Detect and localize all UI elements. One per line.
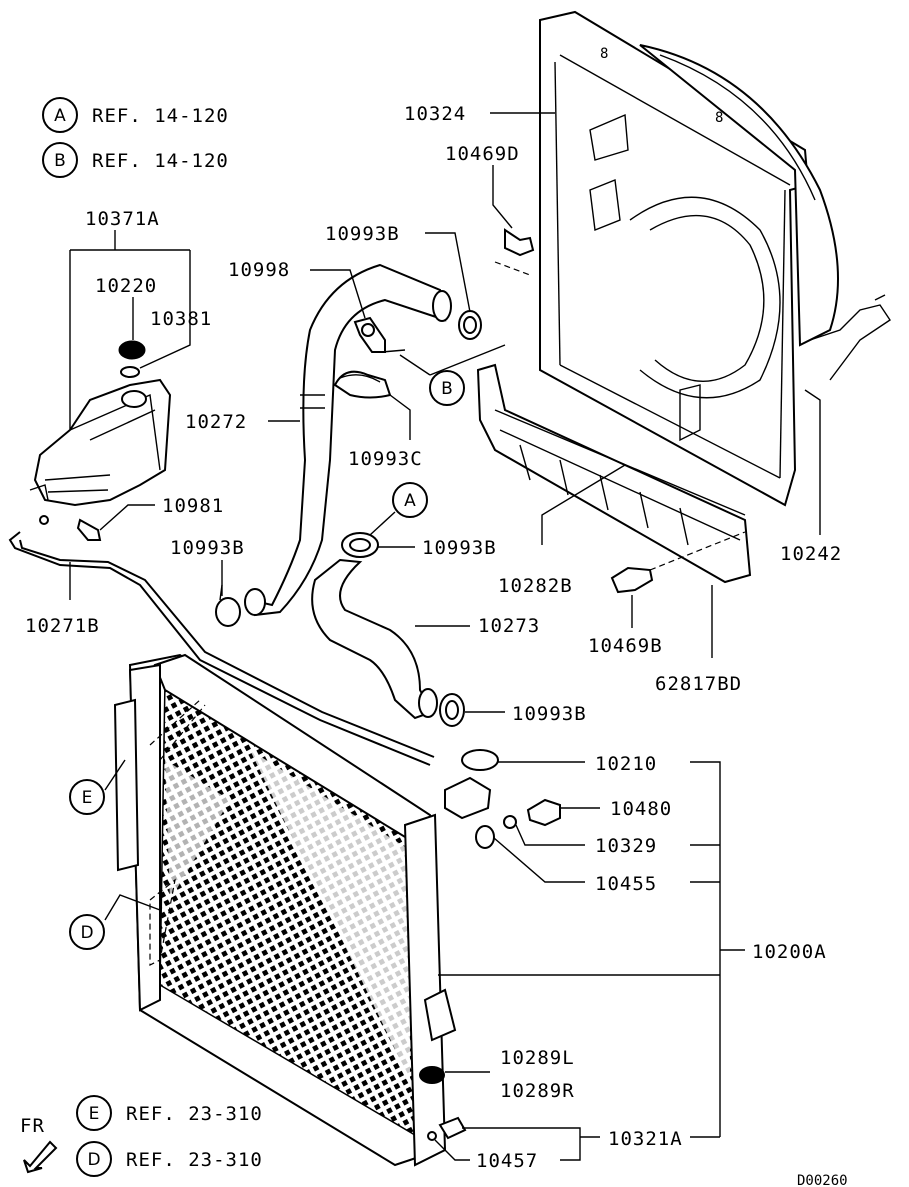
reference-a-letter: A: [54, 106, 66, 126]
part-label-10993b-left: 10993B: [170, 537, 245, 559]
reservoir-tank: [29, 340, 172, 541]
reference-a-text: REF. 14-120: [92, 105, 229, 127]
part-label-10993b-top: 10993B: [325, 223, 400, 245]
part-label-10993b-mid: 10993B: [422, 537, 497, 559]
diagram-code: D00260: [797, 1173, 848, 1187]
part-label-10993b-low: 10993B: [512, 703, 587, 725]
front-direction-indicator: FR: [20, 1115, 58, 1174]
overflow-hose: [8, 531, 435, 766]
reference-e-text: REF. 23-310: [126, 1103, 263, 1125]
reference-b-letter: B: [54, 151, 66, 171]
part-label-10324: 10324: [404, 103, 466, 125]
part-label-10993c: 10993C: [348, 448, 423, 470]
part-label-62817bd: 62817BD: [655, 673, 742, 695]
hose-clamp-top: [458, 310, 482, 340]
reference-b-text: REF. 14-120: [92, 150, 229, 172]
part-label-10210: 10210: [595, 753, 657, 775]
part-label-10371a: 10371A: [85, 208, 160, 230]
part-label-10321a: 10321A: [608, 1128, 683, 1150]
bolt-10469d: [494, 228, 535, 276]
callout-e: E: [69, 779, 105, 815]
part-label-10457: 10457: [476, 1150, 538, 1172]
callout-a: A: [392, 482, 428, 518]
part-label-10273: 10273: [478, 615, 540, 637]
bolt-10469b: [610, 531, 746, 594]
part-label-10200a: 10200A: [752, 941, 827, 963]
front-arrow-icon: [23, 1140, 58, 1174]
lower-air-guide: [476, 363, 752, 584]
part-label-10271b: 10271B: [25, 615, 100, 637]
part-label-10381: 10381: [150, 308, 212, 330]
reference-d: D REF. 23-310: [76, 1141, 263, 1177]
reference-a: A REF. 14-120: [42, 97, 229, 133]
part-label-10469b: 10469B: [588, 635, 663, 657]
part-label-10469d: 10469D: [445, 143, 520, 165]
part-label-10220: 10220: [95, 275, 157, 297]
leader-lines: [69, 112, 821, 1161]
callout-e-letter: E: [82, 788, 93, 808]
part-label-10272: 10272: [185, 411, 247, 433]
part-label-10998: 10998: [228, 259, 290, 281]
callout-d: D: [69, 914, 105, 950]
part-label-10455: 10455: [595, 873, 657, 895]
radiator-core: [113, 653, 561, 1167]
part-label-10282b: 10282B: [498, 575, 573, 597]
callout-b-letter: B: [441, 379, 453, 399]
part-label-10480: 10480: [610, 798, 672, 820]
lower-hose: [311, 558, 438, 720]
svg-text:8: 8: [715, 110, 723, 126]
callout-d-letter: D: [80, 923, 93, 943]
hose-clamp-low: [439, 693, 465, 727]
fan-shroud: 8 8: [539, 10, 891, 507]
part-label-10329: 10329: [595, 835, 657, 857]
part-label-10289r: 10289R: [500, 1080, 575, 1102]
callout-a-letter: A: [404, 491, 416, 511]
hose-clamp-left: [215, 584, 241, 627]
reference-b: B REF. 14-120: [42, 142, 229, 178]
bracket-10993c: [333, 370, 392, 399]
hose-clamp-mid: [341, 532, 379, 558]
reference-d-text: REF. 23-310: [126, 1149, 263, 1171]
part-label-10242: 10242: [780, 543, 842, 565]
upper-hose: [244, 263, 452, 617]
reference-d-letter: D: [87, 1150, 100, 1170]
direction-label: FR: [20, 1115, 45, 1137]
reference-e-letter: E: [89, 1104, 100, 1124]
part-label-10289l: 10289L: [500, 1047, 575, 1069]
bolt-10998: [353, 316, 386, 353]
part-label-10981: 10981: [162, 495, 224, 517]
svg-text:8: 8: [600, 46, 608, 62]
reference-e: E REF. 23-310: [76, 1095, 263, 1131]
callout-b: B: [429, 370, 465, 406]
